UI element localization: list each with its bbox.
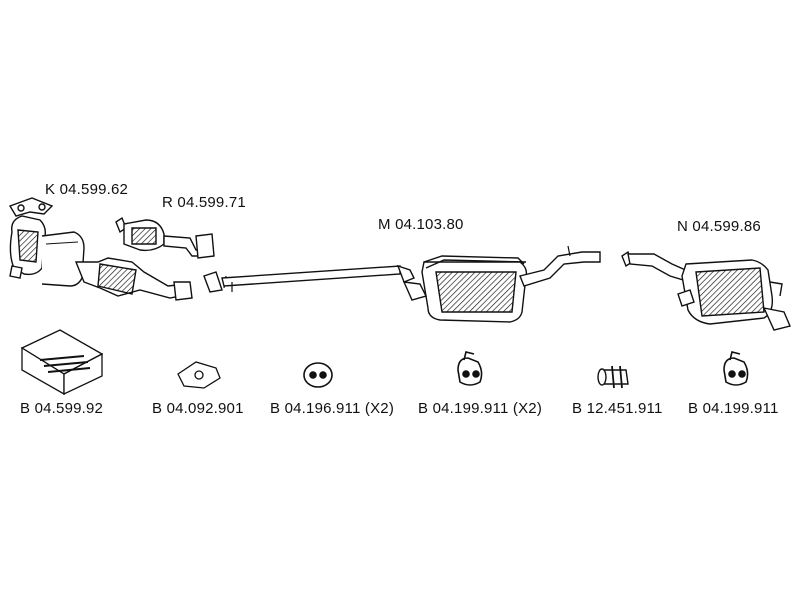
accessory-label-fitting-kit: B 04.599.92 <box>20 400 104 417</box>
fitting-kit-box-icon[interactable] <box>20 329 104 396</box>
part-label-rear-silencer: N 04.599.86 <box>677 218 761 235</box>
middle-silencer-part[interactable] <box>396 245 601 323</box>
rear-silencer-part[interactable] <box>621 250 791 331</box>
part-label-middle-silencer: M 04.103.80 <box>378 216 464 233</box>
connecting-pipe-part[interactable] <box>203 265 401 293</box>
front-pipe-catalyst-part[interactable] <box>8 197 193 301</box>
rubber-hanger-single-icon[interactable] <box>723 351 749 386</box>
rubber-mount-icon[interactable] <box>303 362 333 388</box>
accessory-label-gasket: B 04.092.901 <box>152 400 244 417</box>
catalyst-section-part[interactable] <box>115 216 215 259</box>
gasket-icon[interactable] <box>177 361 221 389</box>
rubber-hanger-icon[interactable] <box>457 351 483 386</box>
part-label-front-pipe: K 04.599.62 <box>45 181 129 198</box>
pipe-clamp-icon[interactable] <box>597 365 629 389</box>
accessory-label-rubber-hanger: B 04.199.911 (X2) <box>418 400 543 417</box>
accessory-label-rubber-hanger-single: B 04.199.911 <box>688 400 779 417</box>
accessory-label-rubber-mount: B 04.196.911 (X2) <box>270 400 395 417</box>
part-label-catalyst: R 04.599.71 <box>162 194 246 211</box>
accessory-label-pipe-clamp: B 12.451.911 <box>572 400 663 417</box>
